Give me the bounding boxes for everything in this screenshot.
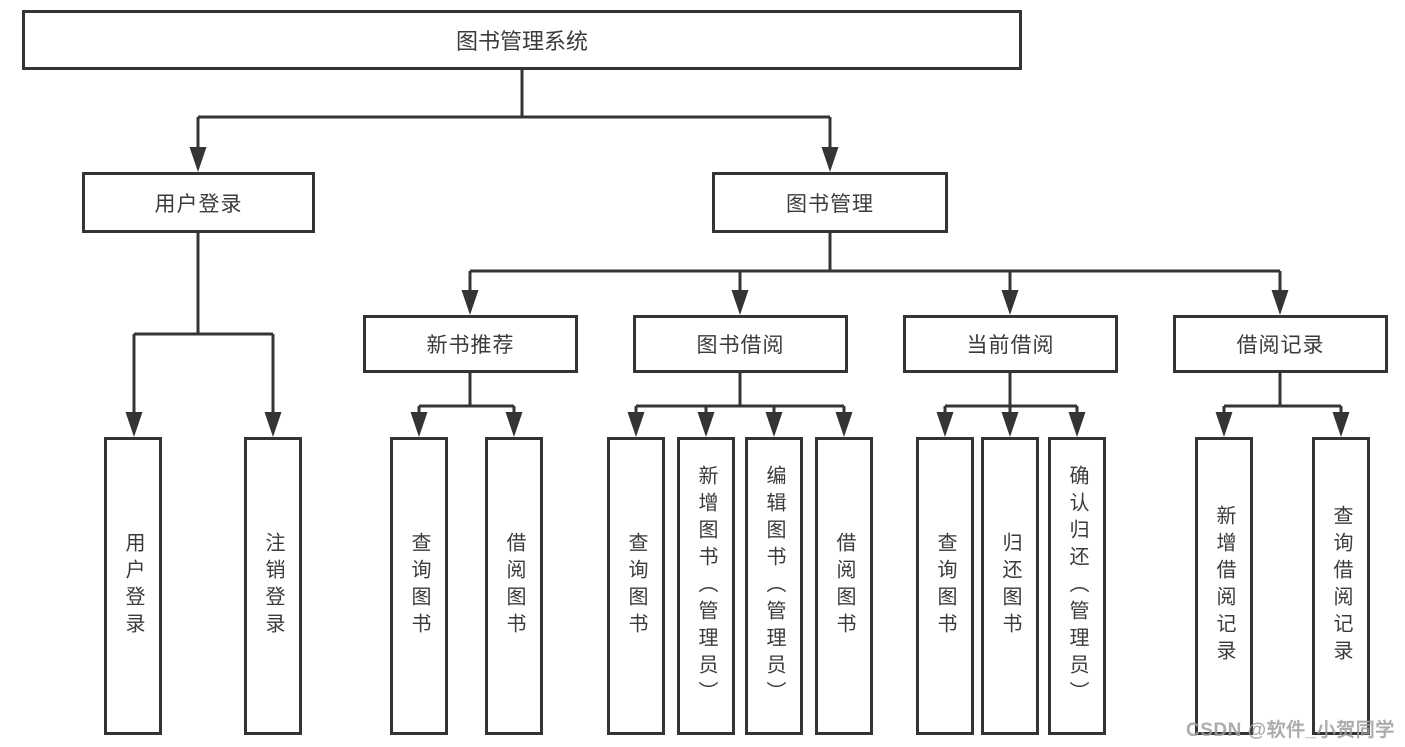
leaf-nbr-query-book: 查询图书 (390, 437, 448, 735)
node-new-book-recommend: 新书推荐 (363, 315, 578, 373)
node-book-borrowing-label: 图书借阅 (696, 334, 785, 357)
leaf-br-query-borrow-record-label: 查询借阅记录 (1330, 505, 1352, 667)
leaf-logout: 注销登录 (244, 437, 302, 735)
node-borrowing-records: 借阅记录 (1173, 315, 1388, 373)
leaf-bb-edit-book-admin: 编辑图书（管理员） (745, 437, 803, 735)
leaf-cb-return-book: 归还图书 (981, 437, 1039, 735)
leaf-bb-edit-book-admin-label: 编辑图书（管理员） (763, 464, 785, 708)
leaf-bb-borrow-book: 借阅图书 (815, 437, 873, 735)
leaf-nbr-borrow-book: 借阅图书 (485, 437, 543, 735)
node-book-borrowing: 图书借阅 (633, 315, 848, 373)
node-root-label: 图书管理系统 (455, 29, 588, 54)
leaf-logout-label: 注销登录 (262, 532, 284, 640)
leaf-bb-add-book-admin: 新增图书（管理员） (677, 437, 735, 735)
leaf-bb-query-book: 查询图书 (607, 437, 665, 735)
node-user-login-label: 用户登录 (154, 192, 243, 216)
leaf-br-add-borrow-record-label: 新增借阅记录 (1213, 505, 1235, 667)
node-root-system: 图书管理系统 (22, 10, 1022, 70)
node-book-management-label: 图书管理 (786, 192, 874, 216)
leaf-user-login: 用户登录 (104, 437, 162, 735)
node-current-borrowing: 当前借阅 (903, 315, 1118, 373)
node-new-book-recommend-label: 新书推荐 (426, 334, 515, 357)
node-borrowing-records-label: 借阅记录 (1236, 334, 1325, 357)
leaf-cb-query-book: 查询图书 (916, 437, 974, 735)
leaf-cb-query-book-label: 查询图书 (934, 532, 956, 640)
leaf-nbr-borrow-book-label: 借阅图书 (503, 532, 525, 640)
leaf-bb-borrow-book-label: 借阅图书 (833, 532, 855, 640)
node-user-login: 用户登录 (82, 172, 315, 233)
leaf-cb-confirm-return-admin-label: 确认归还（管理员） (1066, 464, 1088, 708)
leaf-user-login-label: 用户登录 (122, 532, 144, 640)
leaf-cb-return-book-label: 归还图书 (999, 532, 1021, 640)
leaf-bb-add-book-admin-label: 新增图书（管理员） (695, 464, 717, 708)
leaf-br-query-borrow-record: 查询借阅记录 (1312, 437, 1370, 735)
leaf-br-add-borrow-record: 新增借阅记录 (1195, 437, 1253, 735)
leaf-nbr-query-book-label: 查询图书 (408, 532, 430, 640)
leaf-cb-confirm-return-admin: 确认归还（管理员） (1048, 437, 1106, 735)
leaf-bb-query-book-label: 查询图书 (625, 532, 647, 640)
csdn-watermark: CSDN @软件_小贺同学 (1186, 720, 1395, 741)
node-current-borrowing-label: 当前借阅 (966, 334, 1055, 357)
node-book-management: 图书管理 (712, 172, 948, 233)
